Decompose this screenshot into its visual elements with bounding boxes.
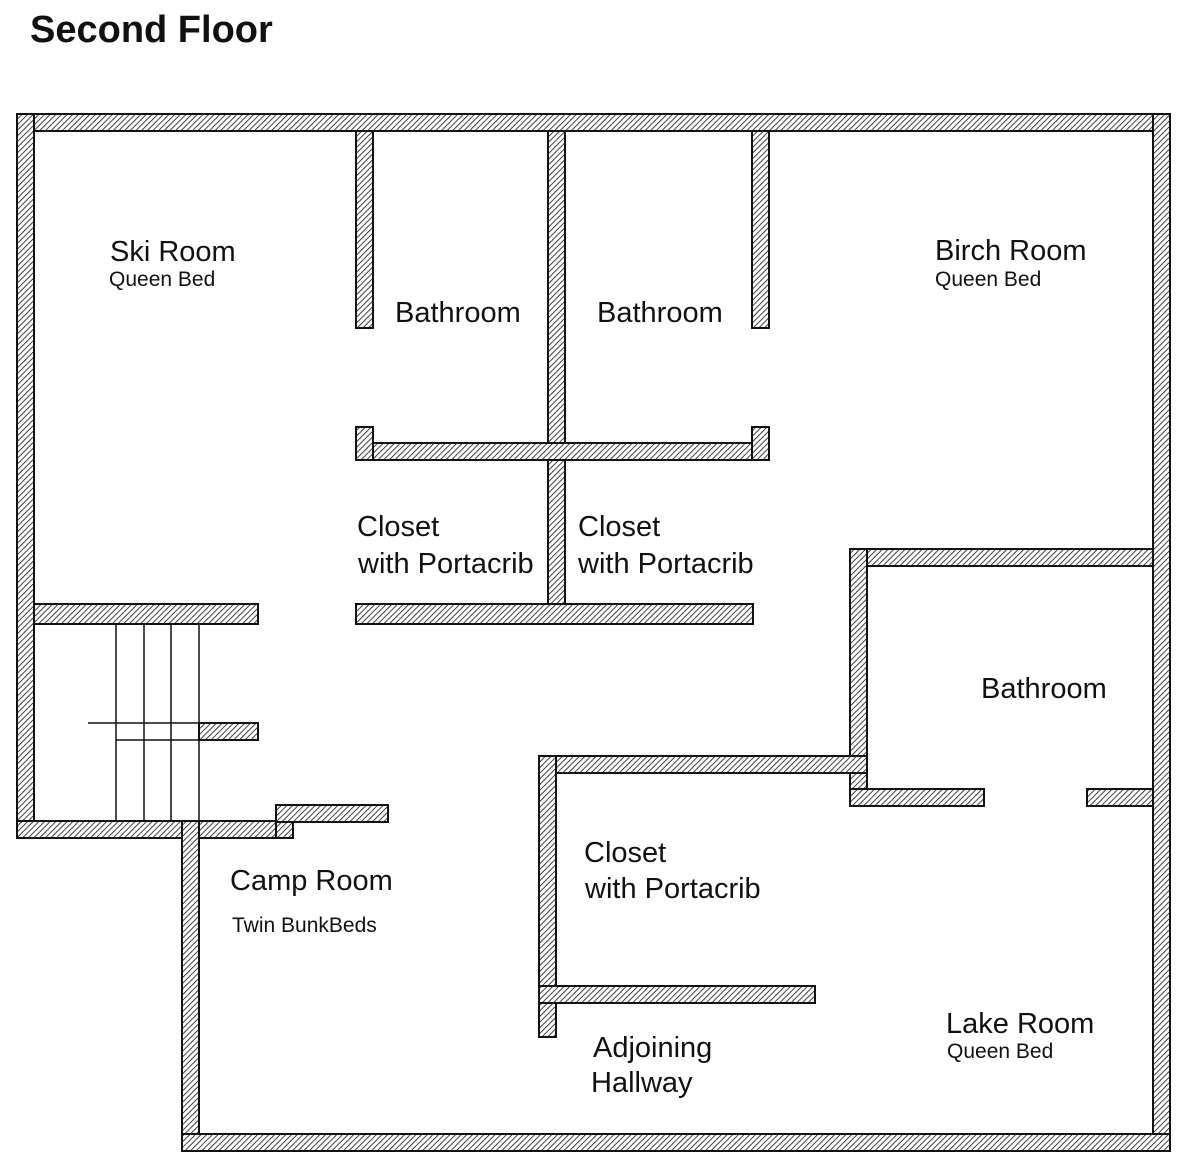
bathroom-bottom-wall <box>355 442 770 461</box>
outer-wall-left-upper <box>16 113 35 839</box>
lake-closet-line2: with Portacrib <box>584 873 761 905</box>
bathroom-middle-label: Bathroom <box>597 297 723 329</box>
outer-wall-bottom <box>181 1133 1171 1152</box>
outer-wall-ski-bottom <box>16 820 294 839</box>
room-labels: Ski Room Queen Bed Bathroom Bathroom Bir… <box>109 235 1107 1099</box>
closet-right-line1: Closet <box>578 511 660 543</box>
closet-left-line1: Closet <box>357 511 439 543</box>
lake-closet-bottom-wall <box>538 985 816 1004</box>
closet-left-line2: with Portacrib <box>357 548 534 580</box>
ski-room-bottom-wall <box>33 603 259 625</box>
outer-wall-right <box>1152 113 1171 1152</box>
right-bathroom-bottom-wall-left <box>849 788 985 807</box>
right-bathroom-top-wall <box>849 548 1154 567</box>
bathroom-right-stub <box>751 426 770 461</box>
page-title: Second Floor <box>30 9 273 51</box>
lake-closet-left-wall <box>538 755 557 1038</box>
lake-room-bed: Queen Bed <box>947 1040 1053 1063</box>
camp-room-name: Camp Room <box>230 865 393 897</box>
lake-closet-line1: Closet <box>584 837 666 869</box>
closet-bottom-wall <box>355 603 754 625</box>
right-bathroom-bottom-wall-right <box>1086 788 1154 807</box>
bathroom-divider-wall <box>547 130 566 607</box>
staircase <box>88 624 200 821</box>
step-wall-horizontal <box>275 804 389 823</box>
ski-room-name: Ski Room <box>110 236 236 268</box>
outer-wall-left-lower <box>181 820 200 1152</box>
birch-room-bed: Queen Bed <box>935 268 1041 291</box>
birch-room-name: Birch Room <box>935 235 1087 267</box>
bathroom-left-label: Bathroom <box>395 297 521 329</box>
hallway-line1: Adjoining <box>593 1032 712 1064</box>
outer-wall-top <box>16 113 1171 132</box>
lake-closet-top-wall <box>538 755 868 774</box>
bathroom-left-wall-upper <box>355 130 374 329</box>
closet-right-line2: with Portacrib <box>577 548 754 580</box>
bathroom-right-label: Bathroom <box>981 673 1107 705</box>
walls <box>16 113 1171 1152</box>
bathroom-right-wall-upper <box>751 130 770 329</box>
hallway-line2: Hallway <box>591 1067 693 1099</box>
lake-room-name: Lake Room <box>946 1008 1094 1040</box>
camp-room-beds: Twin BunkBeds <box>232 914 377 937</box>
stair-landing-stub <box>198 722 259 741</box>
ski-room-bed: Queen Bed <box>109 268 215 291</box>
bathroom-left-stub <box>355 426 374 461</box>
